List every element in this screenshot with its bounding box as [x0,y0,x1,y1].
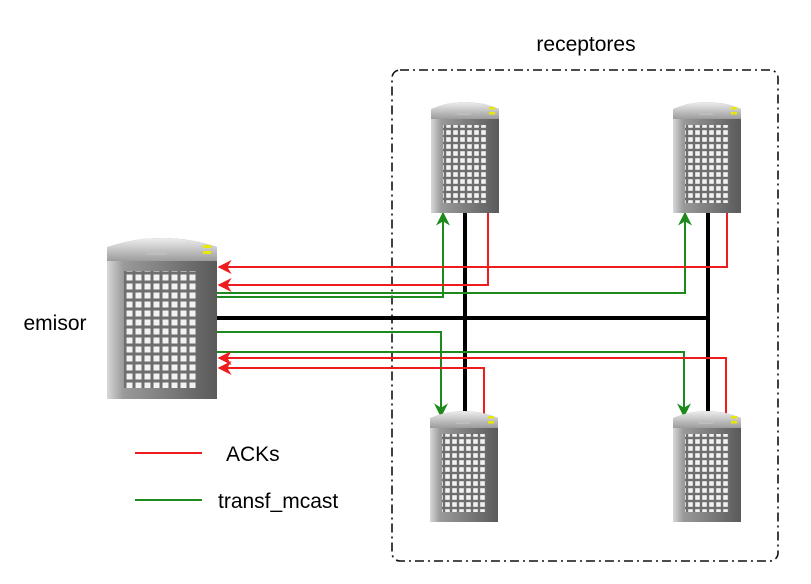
server-tower-icon [673,102,741,213]
network-links [217,212,710,417]
ack-arrow-top-left [217,212,489,292]
ack-arrows [217,212,728,417]
mcast-arrow-top-left [217,211,450,298]
legend-ack-label: ACKs [226,443,280,466]
receivers-group-title: receptores [536,33,635,56]
ack-arrow-bottom-right [217,351,727,417]
mcast-arrow-bottom-right [217,351,691,418]
receivers-group-box [391,69,779,562]
ack-arrow-top-right [217,212,728,274]
legend: ACKs transf_mcast [135,443,338,513]
mcast-arrow-bottom-left [217,331,448,418]
server-tower-icon [673,411,741,522]
server-tower-icon [107,238,217,399]
mcast-arrow-top-right [217,211,692,294]
legend-mcast-label: transf_mcast [218,490,338,513]
server-tower-icon [431,102,499,213]
sender-label: emisor [23,312,86,335]
ack-arrow-bottom-left [217,361,485,417]
mcast-arrows [217,211,692,418]
server-tower-icon [430,411,498,522]
